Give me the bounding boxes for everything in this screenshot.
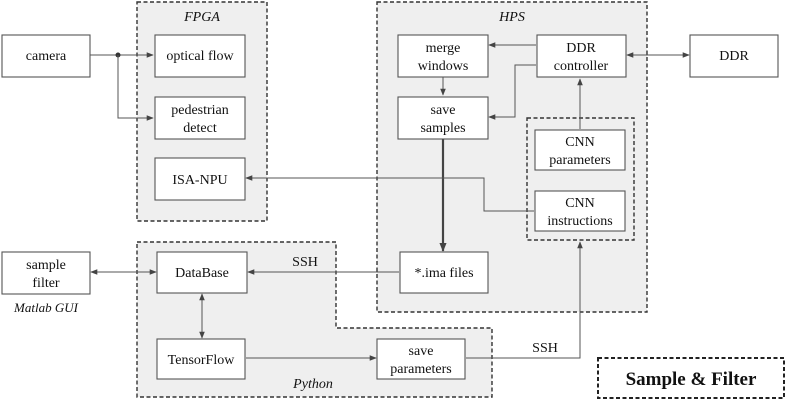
save-params-to-cnn-arrow [466, 241, 583, 359]
save-samples-node: save samples [397, 96, 489, 140]
sample-filter-node: sample filter [1, 251, 91, 295]
cnn-parameters-label-1: CNN [565, 135, 595, 150]
ddr-controller-node: DDR controller [536, 34, 627, 78]
ddr-node: DDR [689, 34, 779, 78]
merge-label: merge [426, 41, 461, 56]
tensorflow-label: TensorFlow [168, 353, 236, 368]
cnn-instructions-node: CNN instructions [534, 190, 626, 232]
merge-windows-node: merge windows [397, 34, 489, 78]
detect-label: detect [183, 121, 217, 136]
optical-flow-node: optical flow [154, 34, 246, 78]
tensorflow-node: TensorFlow [156, 338, 246, 380]
ddr-controller-label-1: DDR [566, 41, 596, 56]
pedestrian-detect-node: pedestrian detect [154, 96, 246, 140]
cnn-instructions-to-isa-npu-arrow [245, 175, 534, 212]
save-parameters-label-1: save [409, 344, 434, 359]
ddr-controller-to-save-samples-arrow [488, 64, 536, 120]
sample-filter-label-1: sample [26, 258, 66, 273]
save-parameters-node: save parameters [376, 338, 466, 380]
ima-files-node: *.ima files [399, 251, 489, 294]
badge-label: Sample & Filter [626, 369, 757, 390]
camera-to-pedestrian-arrow [117, 55, 154, 121]
ssh-parameters-label: SSH [532, 341, 558, 356]
sample-filter-badge: Sample & Filter [597, 357, 785, 399]
ddr-controller-label-2: controller [554, 59, 609, 74]
camera-label: camera [26, 49, 67, 64]
camera-node: camera [1, 34, 91, 78]
fpga-region-title: FPGA [183, 10, 220, 25]
database-label: DataBase [175, 266, 229, 281]
sample-filter-label-2: filter [32, 276, 60, 291]
python-region-title: Python [292, 377, 333, 392]
hps-region-title: HPS [498, 10, 525, 25]
cnn-instructions-label-2: instructions [547, 214, 612, 229]
cnn-instructions-label-1: CNN [565, 196, 595, 211]
save-samples-label-2: samples [420, 121, 465, 136]
save-parameters-label-2: parameters [390, 362, 451, 377]
ddr-label: DDR [719, 49, 749, 64]
cnn-parameters-label-2: parameters [549, 153, 610, 168]
ssh-database-label: SSH [292, 255, 318, 270]
optical-flow-label: optical flow [166, 49, 234, 64]
isa-npu-label: ISA-NPU [172, 173, 227, 188]
cnn-parameters-node: CNN parameters [534, 129, 626, 171]
matlab-gui-caption: Matlab GUI [13, 300, 79, 315]
database-node: DataBase [156, 251, 248, 294]
save-samples-label-1: save [431, 103, 456, 118]
ima-files-label: *.ima files [414, 266, 473, 281]
isa-npu-node: ISA-NPU [154, 157, 246, 201]
pedestrian-label: pedestrian [171, 103, 229, 118]
windows-label: windows [418, 59, 469, 74]
